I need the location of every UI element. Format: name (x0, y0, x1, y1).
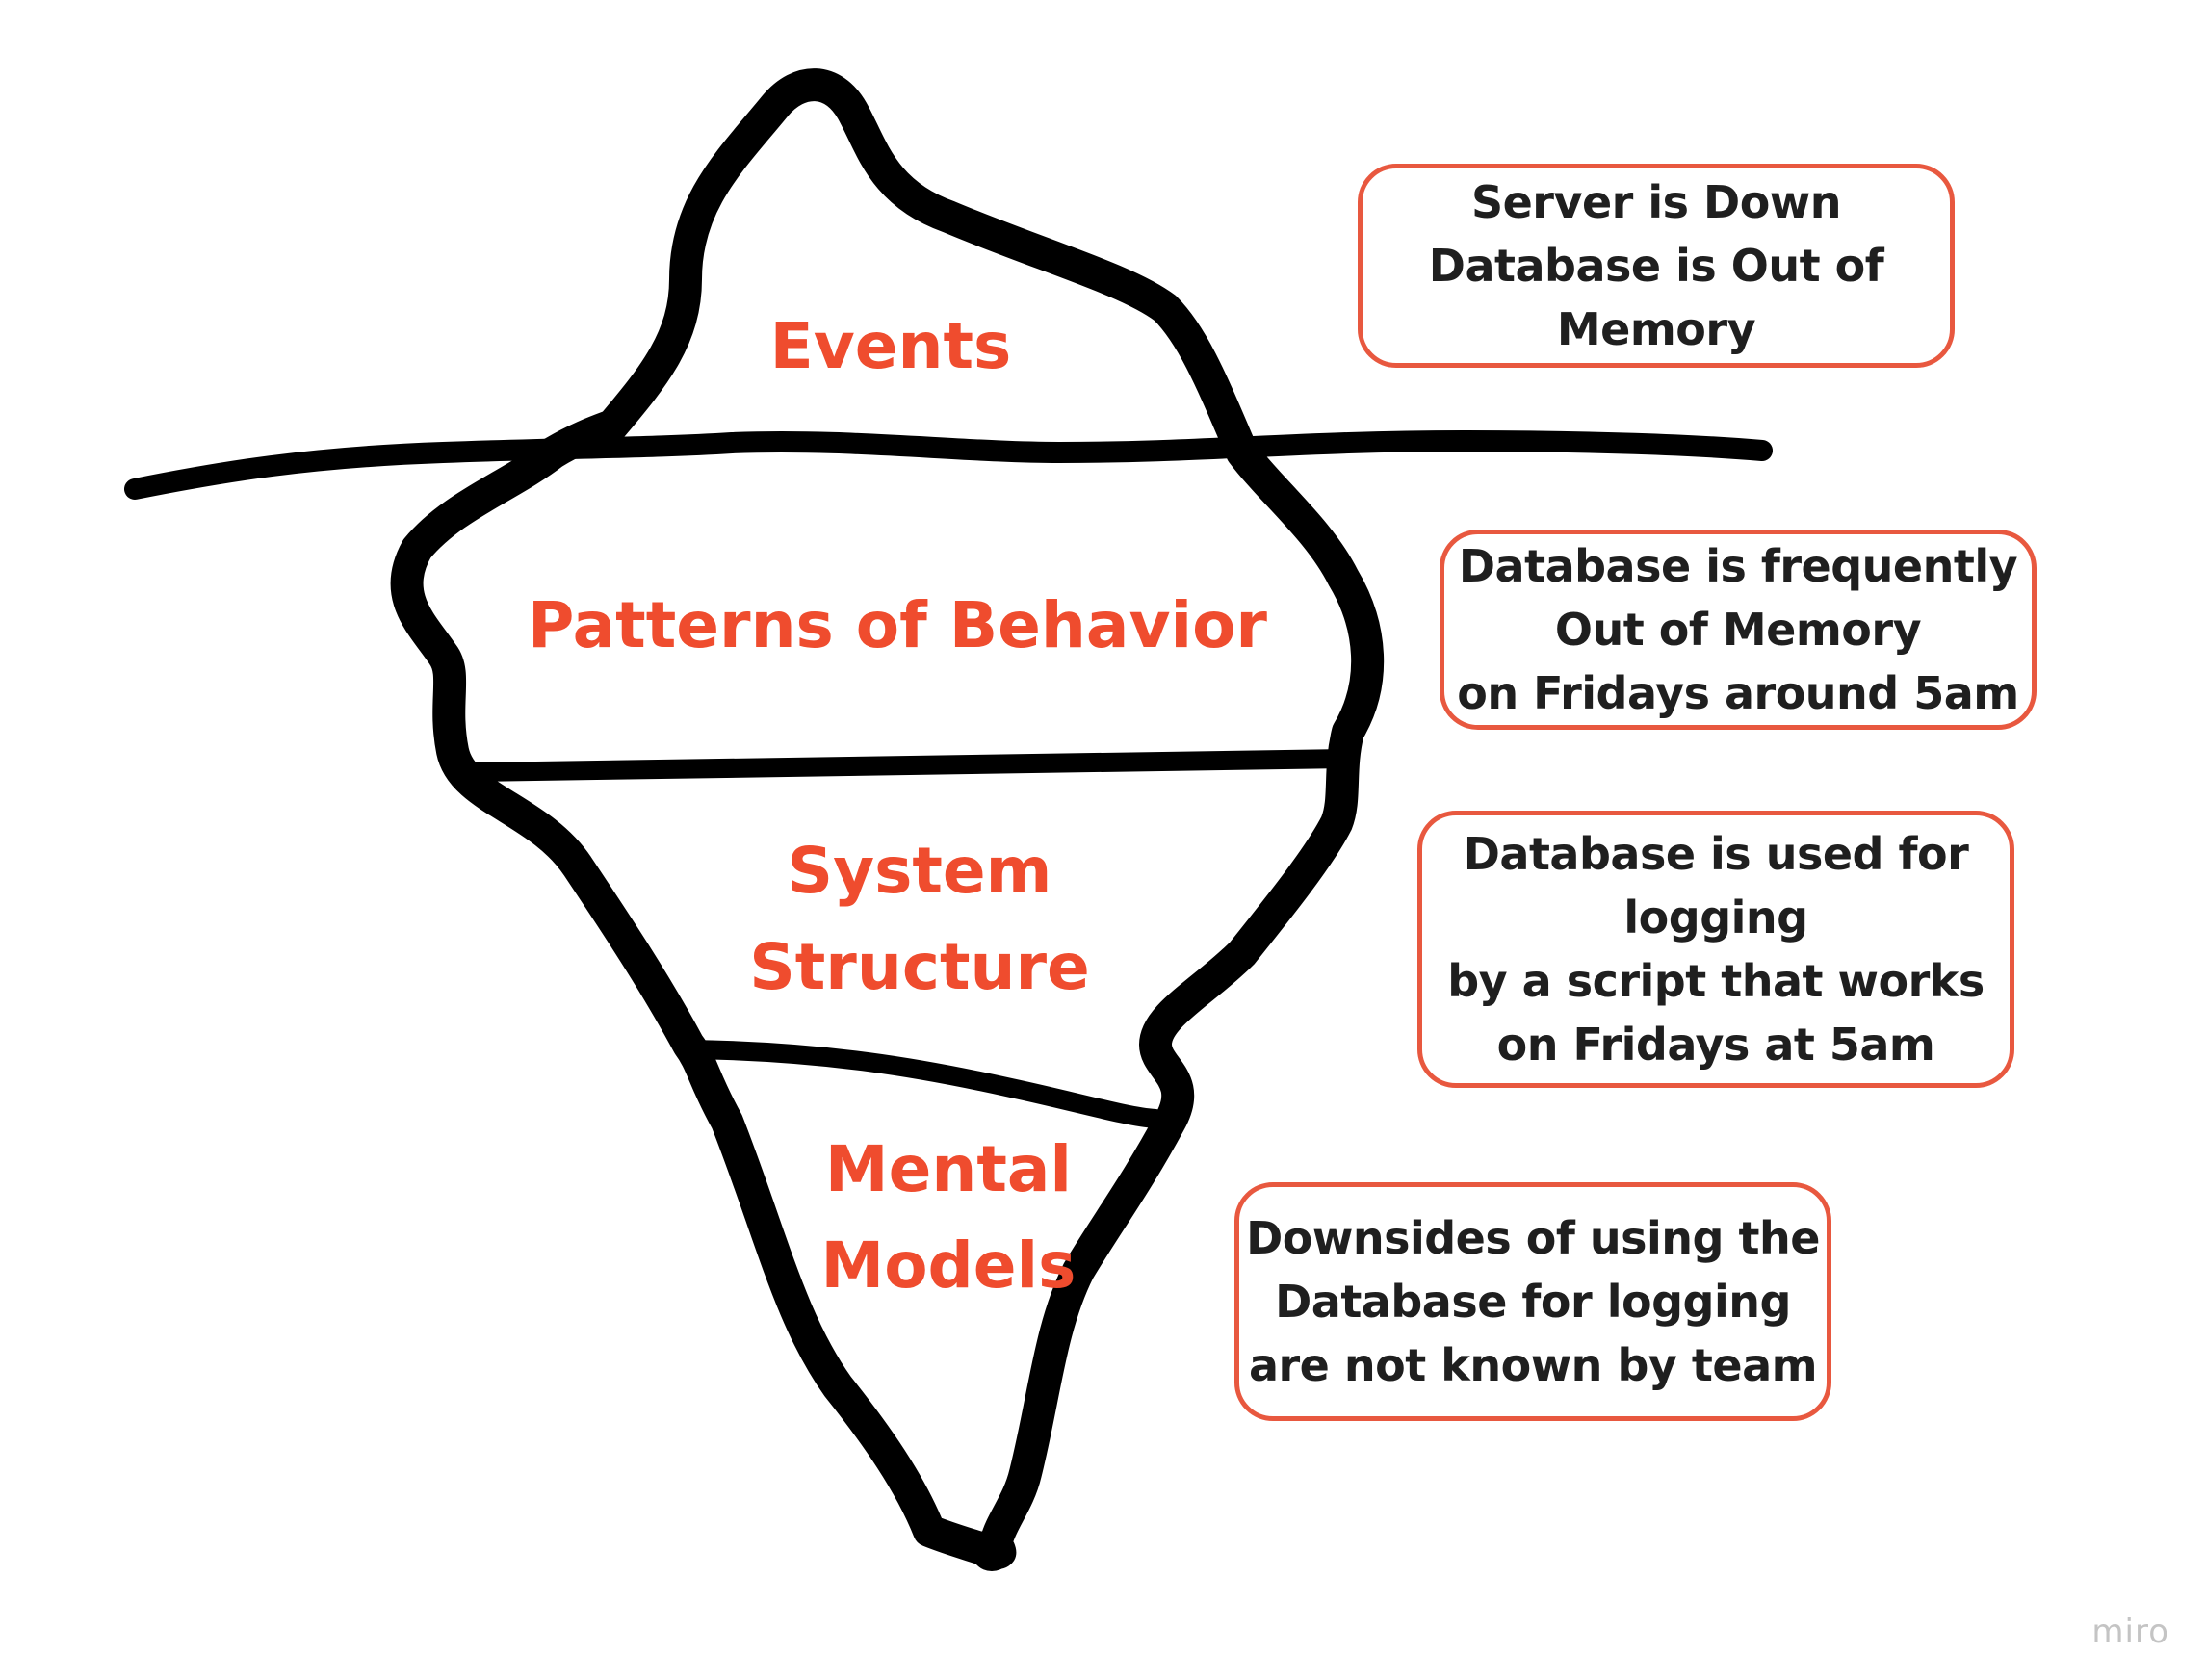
note-mental-models-line-2: Database for logging (1275, 1276, 1791, 1328)
note-structure-line-2: logging (1623, 892, 1808, 943)
layer-label-structure-line-1: System (787, 834, 1052, 908)
iceberg-tip-icon (971, 1529, 1013, 1571)
note-patterns-line-3: on Fridays around 5am (1457, 667, 2019, 719)
note-patterns-line-1: Database is frequently (1458, 540, 2018, 592)
layer-label-structure: System Structure (749, 823, 1090, 1016)
note-structure-line-1: Database is used for (1463, 828, 1969, 880)
layer-label-patterns: Patterns of Behavior (528, 578, 1267, 674)
note-mental-models-line-1: Downsides of using the (1246, 1212, 1820, 1264)
note-patterns-line-2: Out of Memory (1554, 604, 1922, 656)
layer-label-mental-models-line-2: Models (820, 1228, 1077, 1303)
note-events-line-1: Server is Down (1470, 176, 1842, 228)
layer-label-mental-models-line-1: Mental (824, 1132, 1073, 1206)
note-mental-models: Downsides of using the Database for logg… (1234, 1182, 1831, 1421)
miro-watermark: miro (2091, 1613, 2169, 1651)
layer-label-structure-line-2: Structure (749, 930, 1090, 1004)
layer-label-patterns-line-1: Patterns of Behavior (528, 588, 1267, 662)
iceberg-outline-icon (390, 68, 1385, 1569)
note-events: Server is Down Database is Out of Memory (1358, 164, 1955, 368)
layer-label-events: Events (770, 298, 1012, 395)
layer-label-mental-models: Mental Models (821, 1122, 1077, 1314)
waterline-icon (124, 429, 1773, 500)
note-structure: Database is used for logging by a script… (1417, 811, 2014, 1088)
layer-label-events-line-1: Events (769, 309, 1012, 383)
note-patterns: Database is frequently Out of Memory on … (1440, 530, 2037, 730)
layer-divider-1-icon (464, 749, 1356, 782)
note-events-line-3: Memory (1556, 303, 1756, 355)
layer-divider-2-icon (679, 1040, 1165, 1128)
note-mental-models-line-3: are not known by team (1248, 1339, 1818, 1391)
note-structure-line-3: by a script that works (1447, 955, 1985, 1007)
note-structure-line-4: on Fridays at 5am (1496, 1019, 1935, 1071)
note-events-line-2: Database is Out of (1428, 240, 1884, 292)
